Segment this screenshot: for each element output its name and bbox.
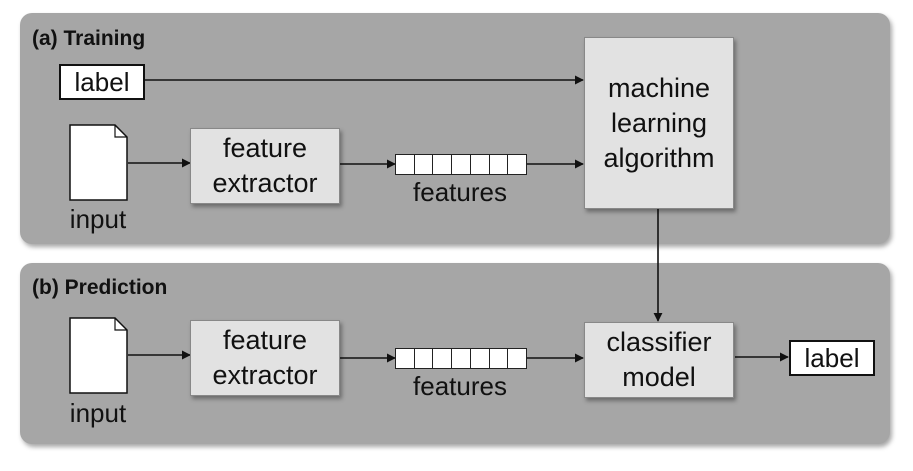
classifier-model: classifier model	[584, 322, 734, 398]
training-feature-vector	[395, 154, 527, 175]
vector-cell	[452, 155, 471, 174]
prediction-features-caption: features	[413, 371, 507, 401]
vector-cell	[433, 349, 453, 368]
classifier-line2: model	[622, 362, 696, 392]
vector-cell	[452, 349, 471, 368]
algorithm-line2: learning	[610, 107, 708, 138]
classifier-line1: classifier	[606, 327, 712, 357]
training-extractor-line1: feature	[222, 133, 308, 163]
prediction-title: (b) Prediction	[32, 276, 168, 299]
vector-cell	[471, 155, 490, 174]
prediction-extractor-line1: feature	[222, 325, 308, 355]
vector-cell	[508, 349, 526, 368]
vector-cell	[396, 349, 415, 368]
vector-cell	[415, 155, 434, 174]
prediction-feature-vector	[395, 348, 527, 369]
vector-cell	[508, 155, 526, 174]
vector-cell	[471, 349, 490, 368]
training-extractor-line2: extractor	[212, 168, 318, 198]
prediction-input-caption: input	[69, 398, 127, 428]
vector-cell	[415, 349, 434, 368]
algorithm-line3: algorithm	[603, 142, 715, 173]
training-feature-extractor: feature extractor	[190, 128, 340, 204]
vector-cell	[433, 155, 453, 174]
training-document-icon	[69, 124, 128, 201]
training-features-caption: features	[413, 177, 507, 207]
prediction-label-box: label	[789, 340, 875, 376]
training-title: (a) Training	[32, 27, 146, 50]
prediction-document-icon	[69, 317, 128, 394]
training-panel: (a) Training	[20, 13, 890, 244]
prediction-extractor-line2: extractor	[212, 360, 318, 390]
vector-cell	[396, 155, 415, 174]
training-input-caption: input	[69, 204, 127, 234]
machine-learning-algorithm: machine learning algorithm	[584, 37, 734, 209]
algorithm-line1: machine	[607, 72, 711, 103]
prediction-feature-extractor: feature extractor	[190, 320, 340, 396]
vector-cell	[490, 349, 509, 368]
vector-cell	[490, 155, 509, 174]
training-label-box: label	[59, 64, 145, 100]
